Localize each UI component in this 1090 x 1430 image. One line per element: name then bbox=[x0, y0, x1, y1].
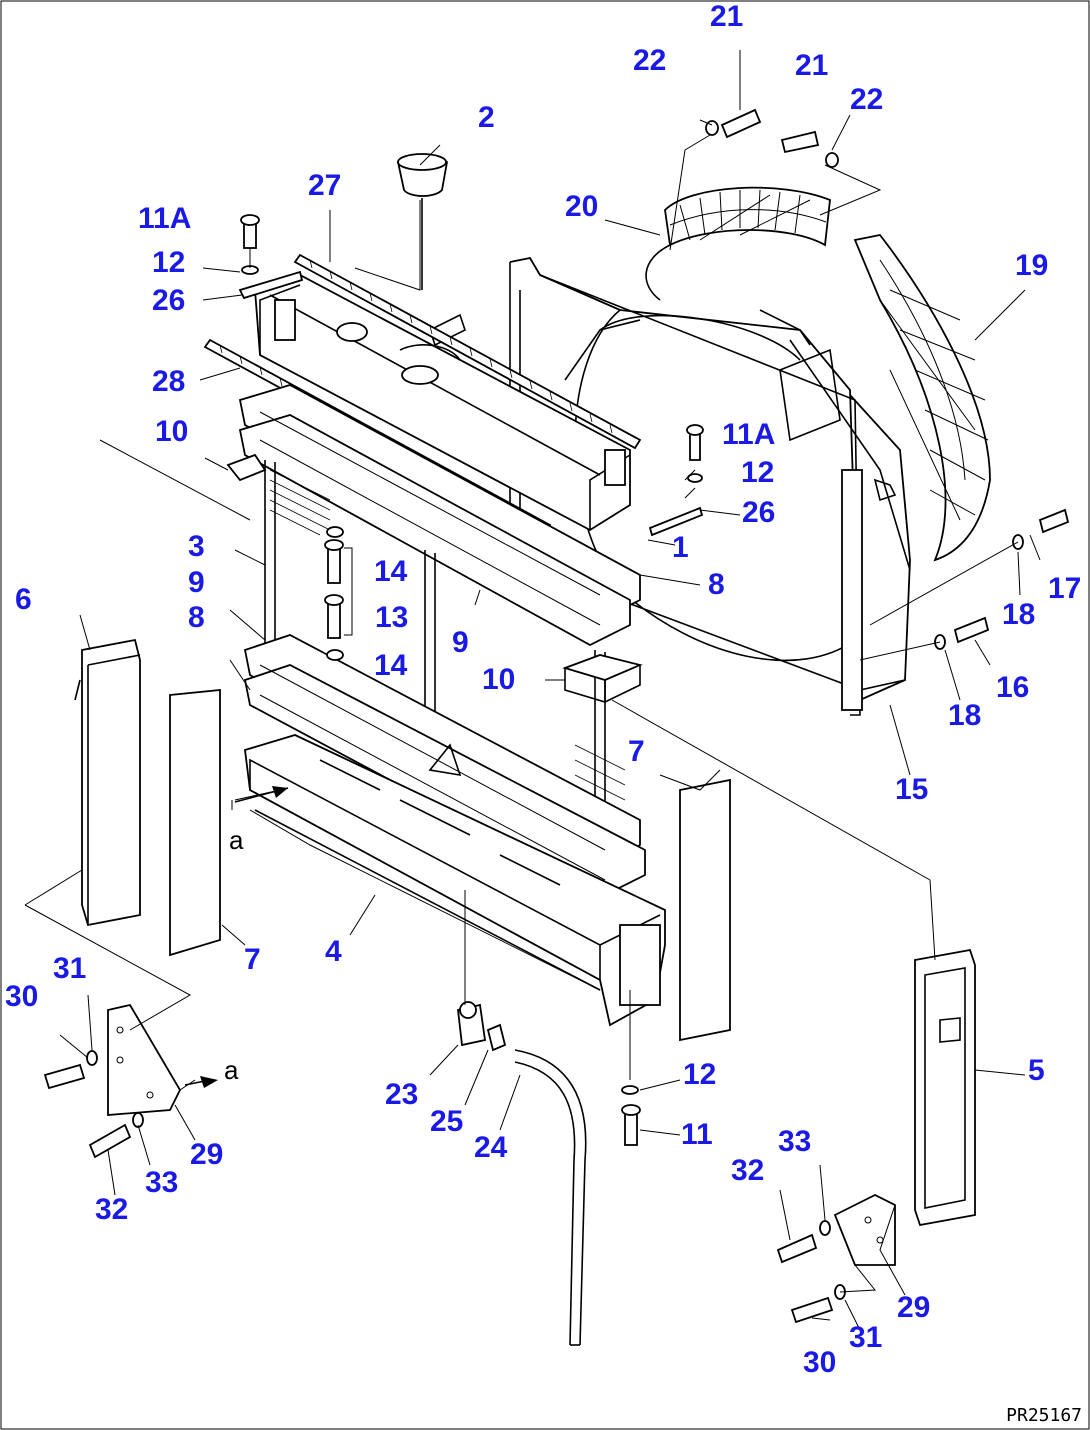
label-1: 1 bbox=[672, 531, 689, 564]
label-10-lower: 10 bbox=[482, 663, 516, 696]
label-11: 11 bbox=[681, 1118, 713, 1151]
label-12-bottom: 12 bbox=[683, 1058, 717, 1091]
label-15: 15 bbox=[895, 773, 929, 806]
label-9-center: 9 bbox=[452, 626, 469, 659]
label-12-right: 12 bbox=[741, 456, 775, 489]
side-plate-right bbox=[914, 948, 976, 1227]
label-13: 13 bbox=[375, 601, 409, 634]
label-29-left: 29 bbox=[190, 1138, 224, 1171]
label-29-right: 29 bbox=[897, 1291, 931, 1324]
label-7-right: 7 bbox=[628, 735, 645, 768]
label-11A-right: 11A bbox=[722, 418, 776, 451]
bracket-left bbox=[107, 1003, 182, 1116]
label-33-right: 33 bbox=[778, 1125, 812, 1158]
label-19: 19 bbox=[1015, 249, 1049, 282]
label-26-left: 26 bbox=[152, 284, 186, 317]
drawing-code: PR25167 bbox=[1006, 1405, 1082, 1426]
radiator-bottom-tank bbox=[244, 734, 666, 1027]
label-14-lower: 14 bbox=[374, 649, 408, 682]
label-14-upper: 14 bbox=[374, 555, 408, 588]
label-32-left: 32 bbox=[95, 1193, 129, 1226]
side-plate-left bbox=[74, 638, 141, 927]
fan-guard-side bbox=[853, 234, 991, 562]
label-6: 6 bbox=[15, 583, 32, 616]
drain-hose bbox=[514, 1049, 587, 1346]
fasteners bbox=[43, 108, 1070, 1324]
radiator-cap bbox=[397, 153, 448, 290]
seal-plates bbox=[169, 689, 731, 1042]
label-26-right: 26 bbox=[742, 496, 776, 529]
label-22-a: 22 bbox=[633, 44, 667, 77]
label-3: 3 bbox=[188, 530, 205, 563]
label-31-right: 31 bbox=[849, 1321, 883, 1354]
label-28: 28 bbox=[152, 365, 186, 398]
label-31-left: 31 bbox=[53, 952, 87, 985]
label-21-b: 21 bbox=[795, 49, 829, 82]
radiator-core bbox=[238, 384, 641, 861]
label-23: 23 bbox=[385, 1078, 419, 1111]
bracket-right bbox=[833, 1193, 896, 1266]
label-2: 2 bbox=[478, 101, 495, 134]
label-17: 17 bbox=[1048, 572, 1082, 605]
lower-plates bbox=[243, 634, 646, 897]
label-21-a: 21 bbox=[710, 0, 744, 33]
label-4: 4 bbox=[325, 935, 342, 968]
label-27: 27 bbox=[308, 169, 342, 202]
label-18-lower: 18 bbox=[948, 699, 982, 732]
label-18-upper: 18 bbox=[1002, 598, 1036, 631]
ref-a-left: a bbox=[229, 825, 244, 855]
label-32-right: 32 bbox=[731, 1154, 765, 1187]
arrow-head-right bbox=[200, 1076, 218, 1088]
arrow-a-right bbox=[184, 1079, 211, 1086]
ref-a-right: a bbox=[224, 1055, 239, 1085]
label-11A-top: 11A bbox=[138, 202, 192, 235]
label-30-left: 30 bbox=[5, 980, 39, 1013]
label-20: 20 bbox=[565, 190, 599, 223]
label-5: 5 bbox=[1028, 1054, 1045, 1087]
label-12-top: 12 bbox=[152, 246, 186, 279]
label-30-right: 30 bbox=[803, 1346, 837, 1379]
label-25: 25 bbox=[430, 1105, 464, 1138]
label-7-left: 7 bbox=[244, 943, 261, 976]
label-8-lower: 8 bbox=[188, 601, 205, 634]
label-10-upper: 10 bbox=[155, 415, 189, 448]
leader-lines bbox=[24, 50, 1041, 1331]
arrow-head-left bbox=[272, 786, 288, 798]
fan-guard-upper bbox=[645, 186, 831, 301]
label-33-left: 33 bbox=[145, 1166, 179, 1199]
label-24: 24 bbox=[474, 1131, 508, 1164]
label-8-upper: 8 bbox=[708, 568, 725, 601]
label-22-b: 22 bbox=[850, 83, 884, 116]
label-9-left: 9 bbox=[188, 566, 205, 599]
label-16: 16 bbox=[996, 671, 1030, 704]
